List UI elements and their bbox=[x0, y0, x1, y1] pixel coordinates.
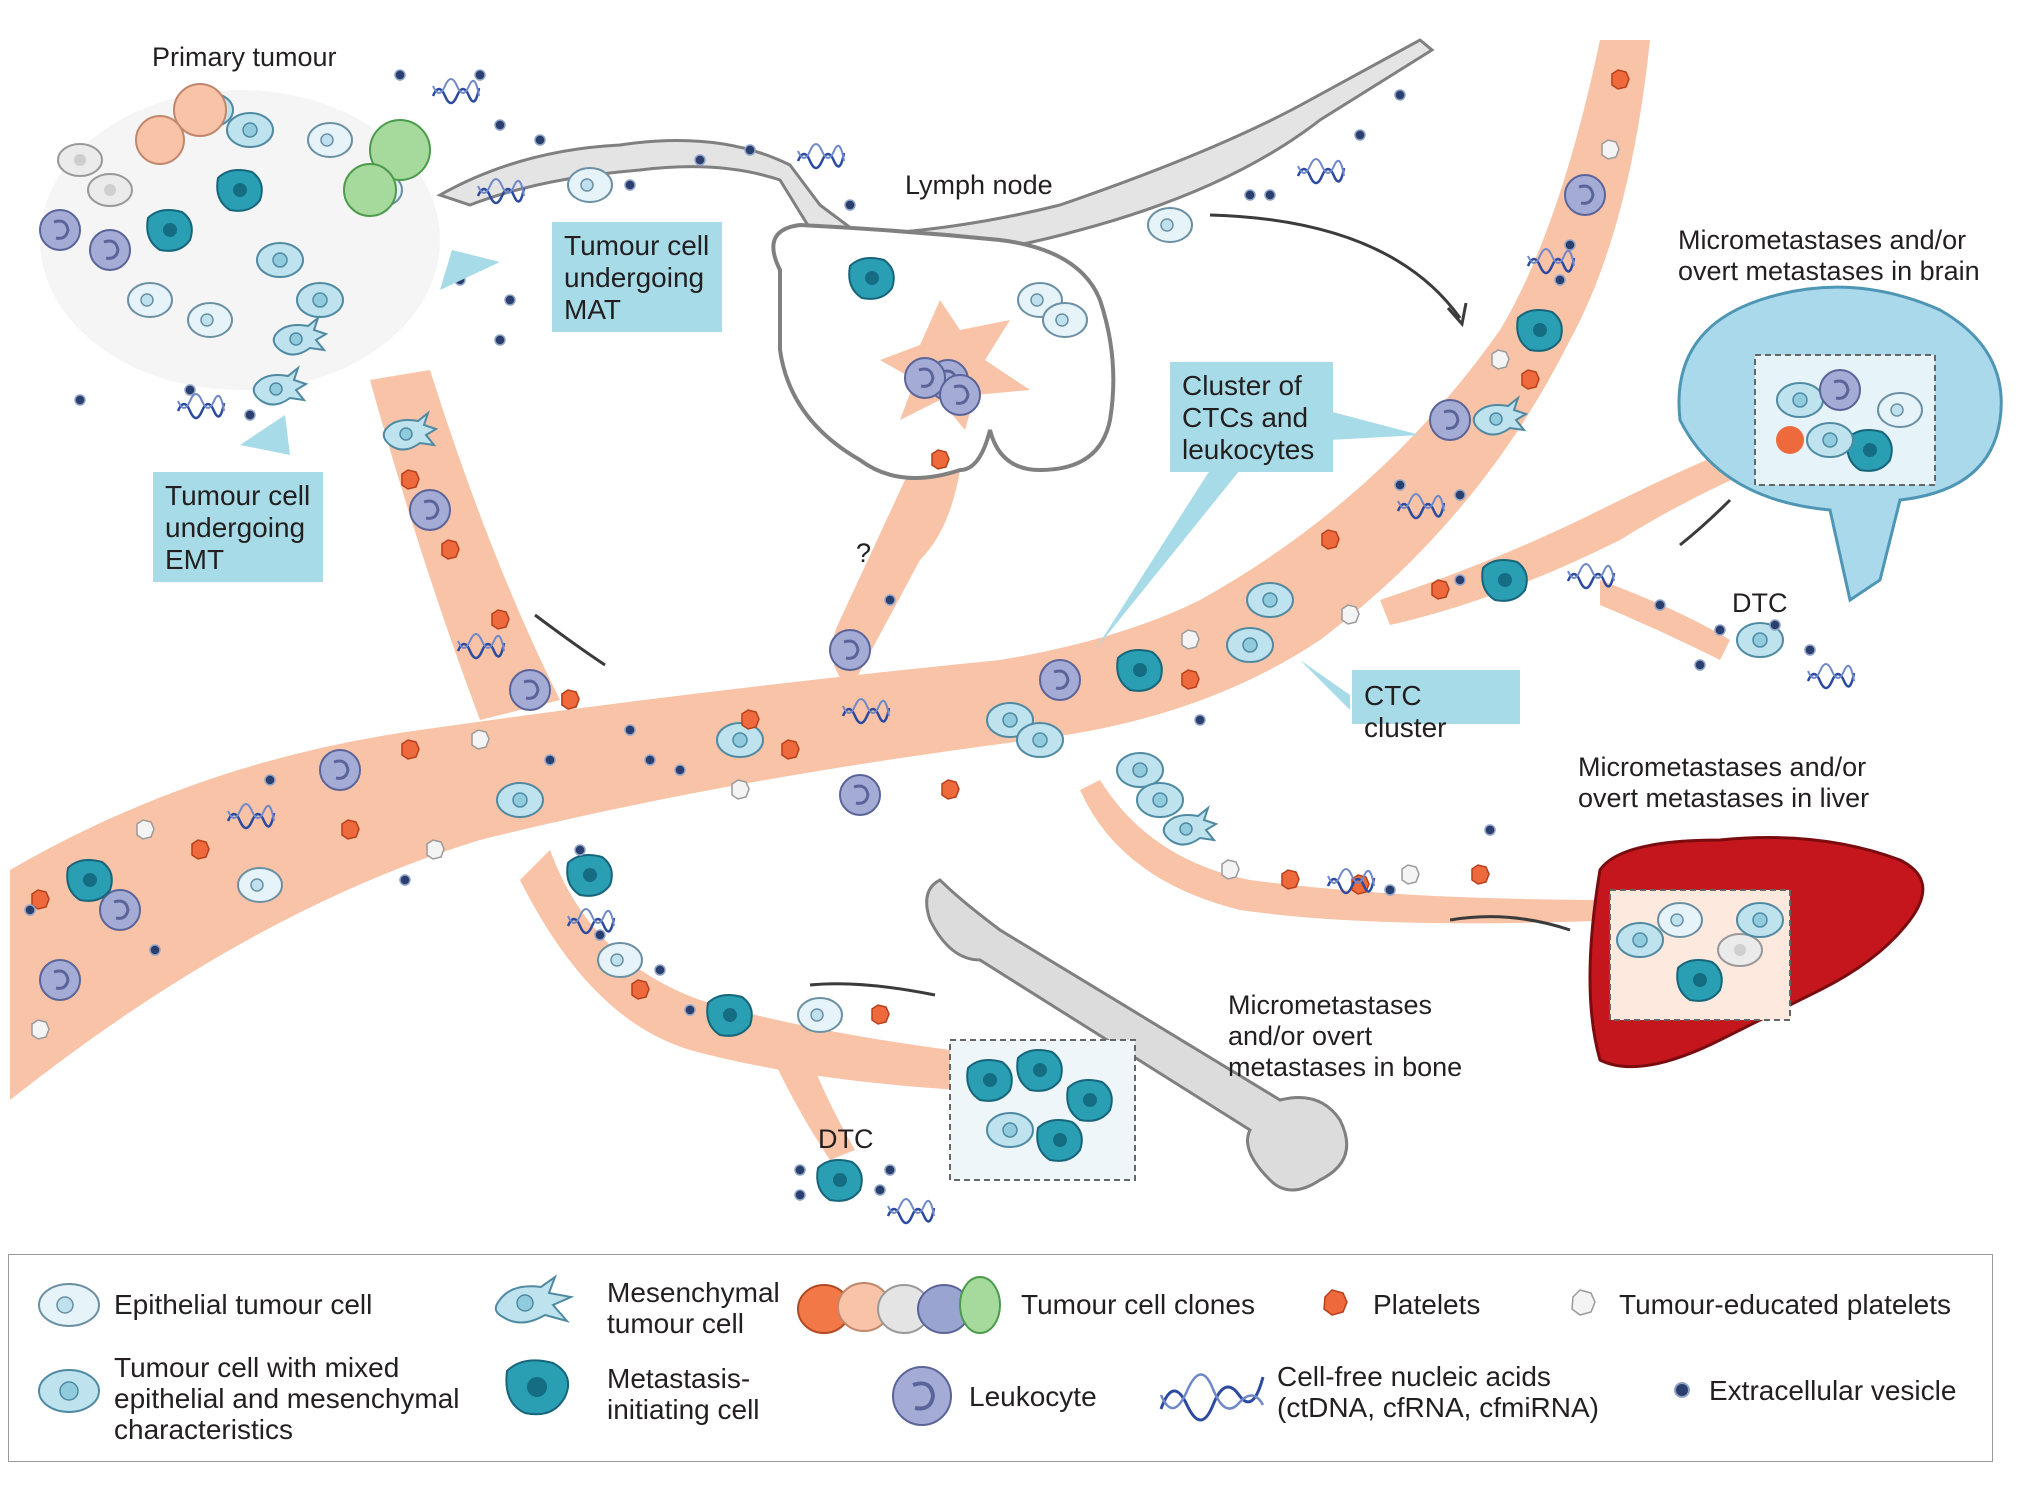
label-dtc-bottom: DTC bbox=[818, 1124, 874, 1154]
nucleic-acid-icon bbox=[1159, 1373, 1265, 1422]
legend: Epithelial tumour cell Tumour cell with … bbox=[8, 1254, 1993, 1462]
metastasis-initiating-cell-icon bbox=[505, 1359, 569, 1416]
label-primary-tumour: Primary tumour bbox=[152, 42, 337, 72]
callout-ctc-cluster: CTC cluster bbox=[1352, 670, 1520, 743]
epithelial-cell-icon bbox=[38, 1283, 100, 1327]
label-question: ? bbox=[856, 538, 872, 568]
platelet-icon bbox=[1323, 1289, 1348, 1316]
legend-mic: Metastasis-initiating cell bbox=[607, 1363, 760, 1425]
legend-nucleic: Cell-free nucleic acids(ctDNA, cfRNA, cf… bbox=[1277, 1361, 1599, 1423]
legend-tep: Tumour-educated platelets bbox=[1619, 1289, 1952, 1320]
artwork bbox=[10, 38, 2003, 1225]
tumour-clones-icon bbox=[797, 1276, 1001, 1334]
primary-tumour-mass bbox=[38, 83, 440, 406]
legend-leukocyte: Leukocyte bbox=[969, 1381, 1097, 1412]
legend-ev: Extracellular vesicle bbox=[1709, 1375, 1957, 1406]
educated-platelet-icon bbox=[1571, 1289, 1596, 1316]
legend-epithelial: Epithelial tumour cell bbox=[114, 1289, 373, 1320]
mesenchymal-cell-icon bbox=[494, 1274, 575, 1324]
label-lymph-node: Lymph node bbox=[905, 170, 1053, 200]
label-dtc-right: DTC bbox=[1732, 588, 1788, 618]
legend-clones: Tumour cell clones bbox=[1021, 1289, 1255, 1320]
vesicle-icon bbox=[1674, 1382, 1690, 1398]
legend-platelets: Platelets bbox=[1373, 1289, 1481, 1320]
mixed-cell-icon bbox=[38, 1369, 100, 1413]
leukocyte-icon bbox=[892, 1366, 952, 1426]
